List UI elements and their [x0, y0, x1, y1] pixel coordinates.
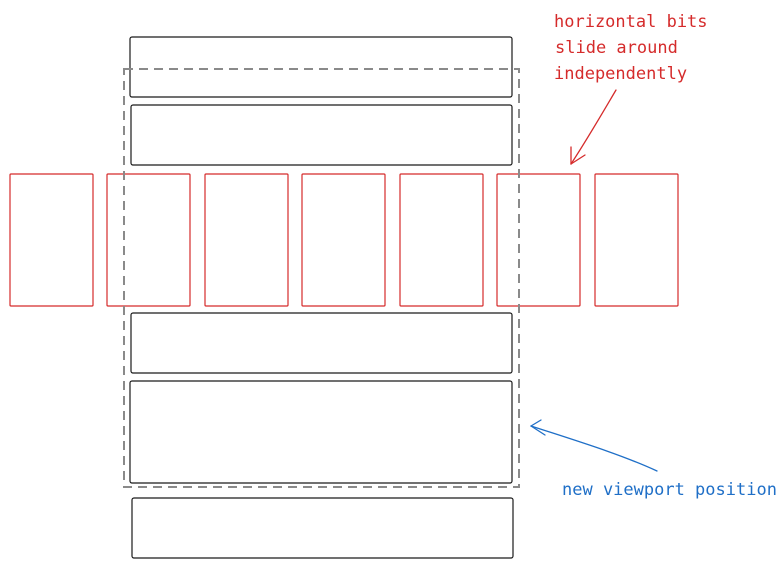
horizontal-card-7 [594, 173, 679, 307]
horizontal-annotation-line-3: independently [554, 64, 687, 84]
horizontal-annotation-line-2: slide around [555, 38, 678, 58]
viewport-arrow [530, 419, 658, 472]
vertical-row-4 [129, 380, 513, 484]
horizontal-card-6 [496, 173, 581, 307]
horizontal-row [9, 173, 679, 307]
vertical-row-2 [130, 104, 513, 166]
vertical-row-1 [129, 36, 513, 98]
viewport-annotation: new viewport position [562, 480, 777, 500]
horizontal-arrow [570, 89, 617, 165]
viewport-outline [123, 68, 520, 488]
horizontal-card-3 [204, 173, 289, 307]
horizontal-card-2 [106, 173, 191, 307]
vertical-stack [129, 36, 514, 559]
horizontal-annotation: horizontal bits slide around independent… [554, 12, 718, 84]
horizontal-card-4 [301, 173, 386, 307]
vertical-row-5 [131, 497, 514, 559]
vertical-row-3 [130, 312, 513, 374]
horizontal-annotation-line-1: horizontal bits [554, 12, 708, 32]
horizontal-card-5 [399, 173, 484, 307]
horizontal-card-1 [9, 173, 94, 307]
